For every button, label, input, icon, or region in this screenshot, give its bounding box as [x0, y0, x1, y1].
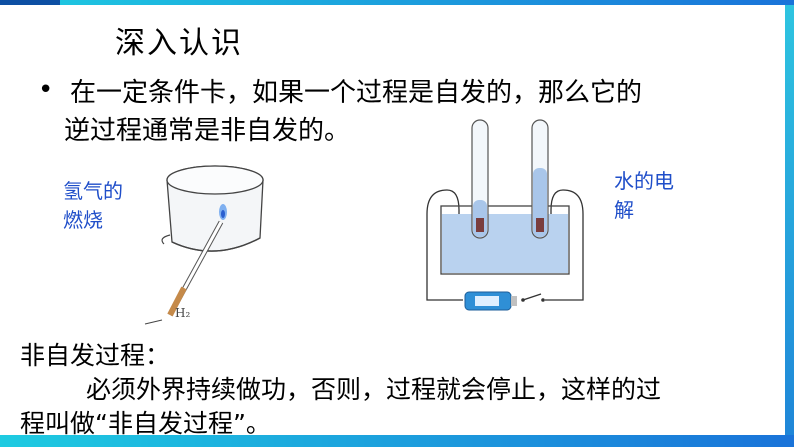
definition-line-1: 必须外界持续做功，否则，过程就会停止，这样的过: [86, 375, 662, 404]
hydrogen-combustion-illustration: [144, 165, 264, 325]
electrolysis-caption: 水的电解: [614, 169, 674, 222]
definition-heading: 非自发过程：: [20, 341, 171, 370]
electrolysis-illustration: [426, 119, 584, 311]
slide-title: 深入认识: [115, 26, 243, 61]
top-accent-bar: [0, 0, 794, 5]
hydrogen-caption: 氢气的燃烧: [63, 179, 123, 232]
top-accent-bar-dark: [0, 0, 60, 5]
bullet-dot: •: [38, 75, 54, 105]
bullet-line-2: 逆过程通常是非自发的。: [64, 116, 351, 146]
bottom-accent-bar: [0, 435, 794, 447]
definition-line-2: 程叫做“非自发过程”。: [20, 409, 271, 438]
right-accent-bar: [785, 5, 794, 435]
hydrogen-gas-label: H₂: [175, 306, 191, 320]
bullet-line-1: 在一定条件卡，如果一个过程是自发的，那么它的: [70, 78, 643, 108]
